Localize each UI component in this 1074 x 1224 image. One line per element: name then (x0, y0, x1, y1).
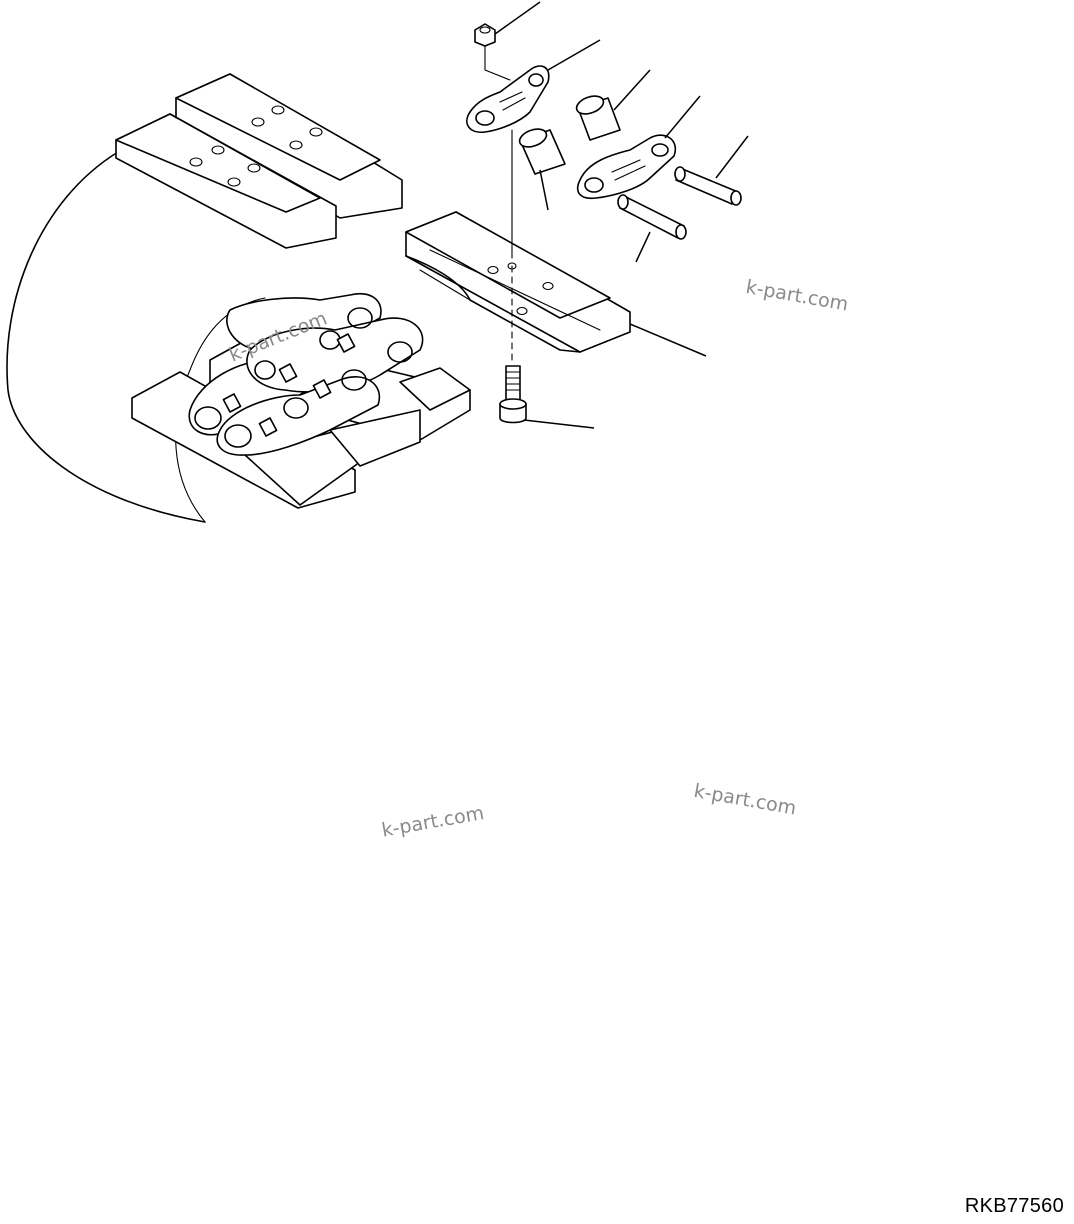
track-pin (674, 166, 742, 206)
upper-track-shoes (115, 73, 403, 249)
nut (474, 23, 496, 47)
drawing-code: RKB77560 (964, 1195, 1064, 1217)
assembly-axis-line (484, 45, 513, 363)
callout-leader-lines (494, 1, 749, 429)
exploded-hardware (466, 23, 742, 424)
bushing-upper (575, 95, 621, 141)
track-link-chain (188, 293, 424, 456)
lower-track-assembly (131, 293, 471, 509)
master-link-plate-2 (576, 134, 677, 200)
exploded-track-shoe (405, 211, 631, 353)
track-pin-2 (617, 194, 687, 240)
bushing-lower (518, 128, 566, 175)
shoe-bolt (499, 365, 527, 424)
master-link-plate (466, 65, 550, 134)
